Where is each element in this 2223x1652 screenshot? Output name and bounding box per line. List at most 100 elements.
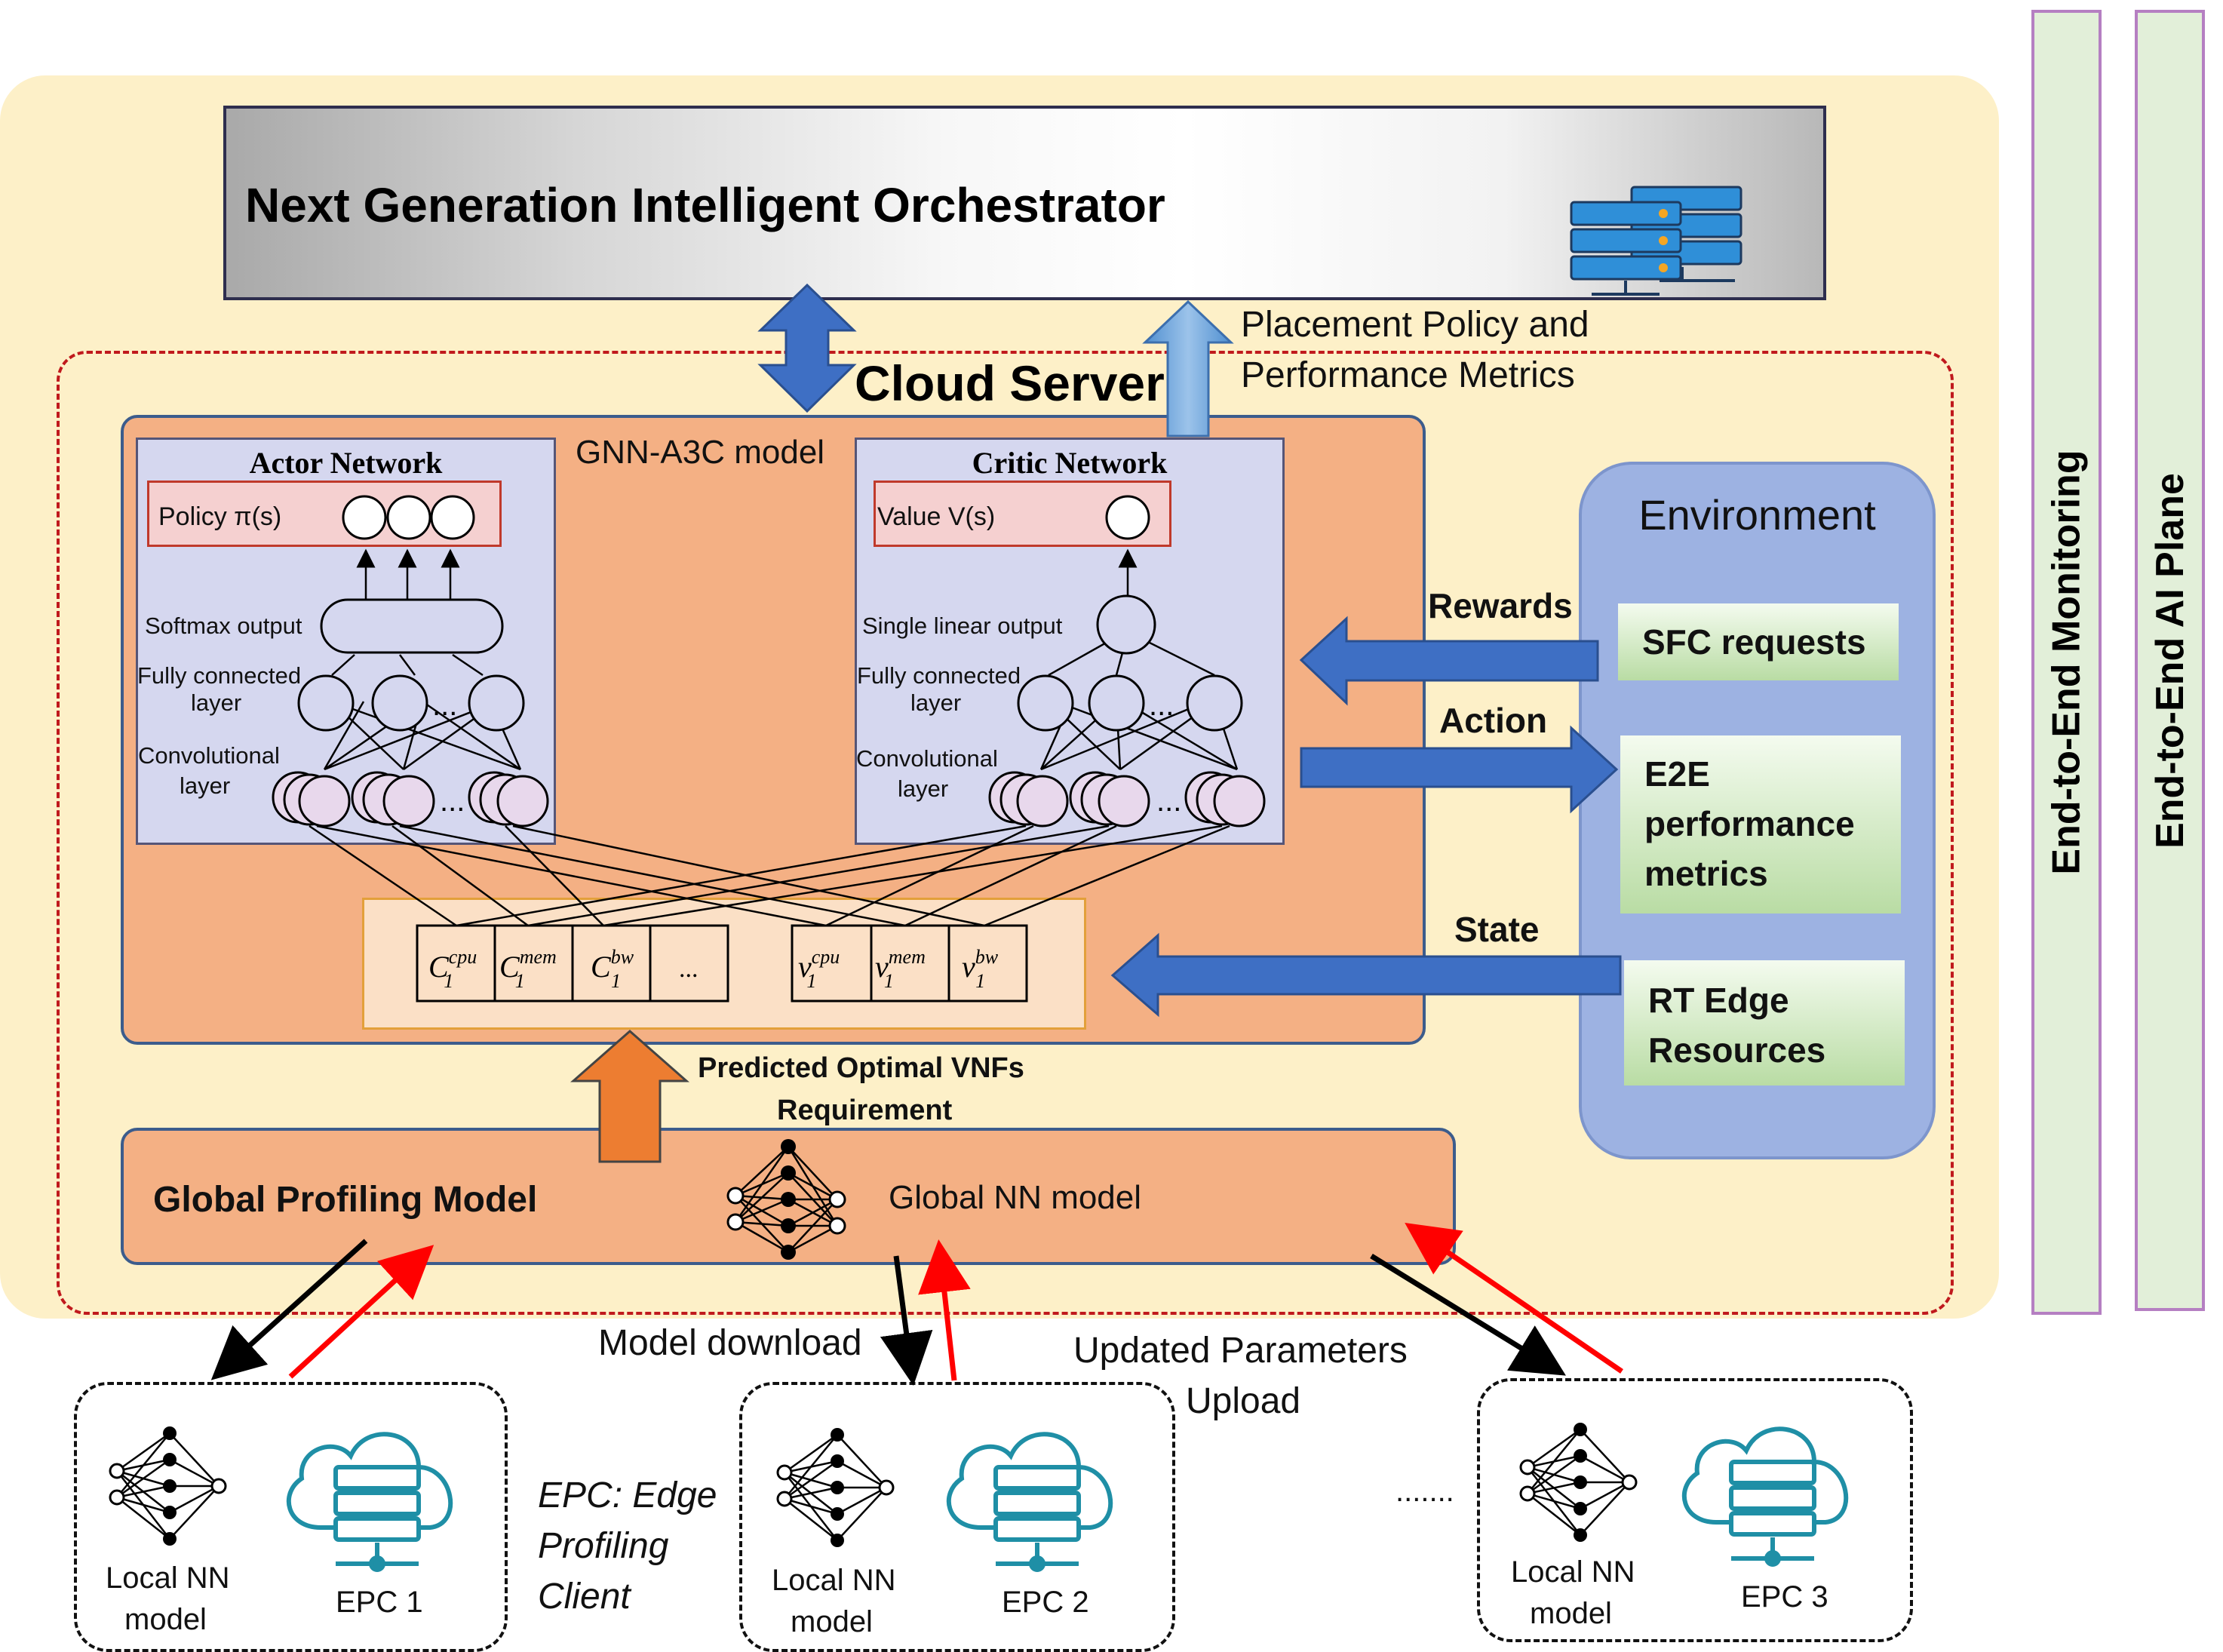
orchestrator-box [223,106,1826,300]
softmax-label: Softmax output [145,613,302,639]
actor-fc-label-line1: Fully connected [137,662,302,689]
actor-output-nodes [342,495,475,540]
epc-cloud-icon-1 [286,1432,453,1572]
epc-note-line3: Client [538,1577,631,1617]
client-1-nn-line2: model [124,1603,207,1636]
rewards-label: Rewards [1428,586,1573,625]
input-c-more: ... [679,955,699,983]
actor-conv-nodes [272,771,549,828]
rt-edge-resources-box: RT Edge Resources [1624,960,1905,1085]
input-to-conv-connections [309,824,1230,927]
epc-note-line2: Profiling [538,1526,669,1566]
server-rack-icon [1570,186,1742,296]
e2e-label-line3: metrics [1644,854,1768,893]
client-1-epc-label: EPC 1 [336,1586,423,1619]
local-nn-icon-1 [109,1426,227,1546]
gnn-a3c-label: GNN-A3C model [576,434,825,471]
input-cells [416,924,1028,1003]
local-nn-icon-3 [1519,1423,1638,1542]
predicted-label-line1: Predicted Optimal VNFs [698,1052,1024,1084]
epc-cloud-icon-3 [1681,1426,1849,1567]
download-arrow-3 [1370,1254,1566,1376]
clients-ellipsis: ....... [1396,1475,1454,1508]
predicted-label-line2: Requirement [777,1095,953,1126]
actor-network-title: Actor Network [249,446,443,480]
model-download-label: Model download [598,1323,862,1363]
action-label: Action [1439,701,1548,740]
orchestrator-double-arrow [757,283,857,413]
global-profiling-title: Global Profiling Model [153,1180,538,1220]
cloud-server-title: Cloud Server [855,355,1165,411]
value-label: Value V(s) [877,502,996,531]
critic-network-graph [1039,548,1239,771]
actor-network-graph [323,548,522,771]
state-label: State [1454,910,1540,949]
actor-fc-ellipsis: ... [432,689,457,722]
rewards-arrow [1299,616,1599,706]
cloud-server-region [57,351,1954,1315]
critic-conv-label-line1: Convolutional [856,745,998,772]
predicted-up-arrow [570,1030,689,1163]
e2e-metrics-box: E2E performance metrics [1620,735,1901,914]
critic-fc-ellipsis: ... [1149,689,1174,722]
actor-conv-ellipsis: ... [440,785,465,818]
upload-arrow-3 [1405,1223,1623,1374]
ai-plane-bar [2135,10,2205,1311]
rt-label-line1: RT Edge [1648,981,1789,1020]
client-1-nn-line1: Local NN [106,1561,230,1595]
sfc-requests-label: SFC requests [1642,622,1866,662]
action-arrow [1300,725,1619,814]
client-3-nn-line1: Local NN [1511,1555,1635,1589]
critic-network-title: Critic Network [972,446,1168,480]
download-arrow-2 [880,1255,933,1386]
linear-output-label: Single linear output [862,613,1063,639]
placement-label-line2: Performance Metrics [1241,355,1575,395]
sfc-requests-box: SFC requests [1618,603,1899,680]
e2e-label-line1: E2E [1644,754,1710,794]
global-nn-label: Global NN model [889,1179,1142,1216]
rt-label-line2: Resources [1648,1030,1826,1070]
upload-arrow-2 [918,1239,971,1381]
state-arrow [1110,932,1622,1018]
actor-conv-label-line1: Convolutional [138,742,280,769]
client-2-nn-line1: Local NN [772,1564,896,1597]
placement-up-arrow [1142,299,1234,438]
policy-label: Policy π(s) [158,502,282,531]
client-3-nn-line2: model [1530,1597,1612,1630]
monitoring-bar [2031,10,2102,1315]
critic-output-node [1105,495,1150,540]
client-box-3 [1477,1378,1913,1642]
upload-label-line1: Updated Parameters [1073,1331,1408,1371]
softmax-node [320,598,504,654]
critic-conv-ellipsis: ... [1156,785,1181,818]
critic-fc-nodes [1017,674,1243,732]
client-3-epc-label: EPC 3 [1741,1580,1828,1614]
epc-note-line1: EPC: Edge [538,1475,717,1515]
actor-conv-label-line2: layer [180,772,231,799]
download-arrow-1 [210,1239,368,1380]
client-2-nn-line2: model [791,1605,873,1638]
local-nn-icon-2 [776,1428,895,1547]
actor-fc-label-line2: layer [191,689,242,716]
placement-label-line1: Placement Policy and [1241,305,1589,345]
critic-conv-label-line2: layer [898,775,949,802]
critic-conv-nodes [988,771,1266,828]
critic-linear-node [1096,594,1156,655]
environment-title: Environment [1638,491,1876,539]
orchestrator-title: Next Generation Intelligent Orchestrator [245,178,1165,232]
upload-arrow-1 [288,1245,434,1379]
e2e-label-line2: performance [1644,804,1855,843]
client-2-epc-label: EPC 2 [1002,1586,1089,1619]
actor-fc-nodes [297,674,525,732]
epc-cloud-icon-2 [946,1432,1113,1572]
critic-fc-label-line2: layer [910,689,962,716]
critic-fc-label-line1: Fully connected [857,662,1021,689]
upload-label-line2: Upload [1186,1381,1301,1421]
